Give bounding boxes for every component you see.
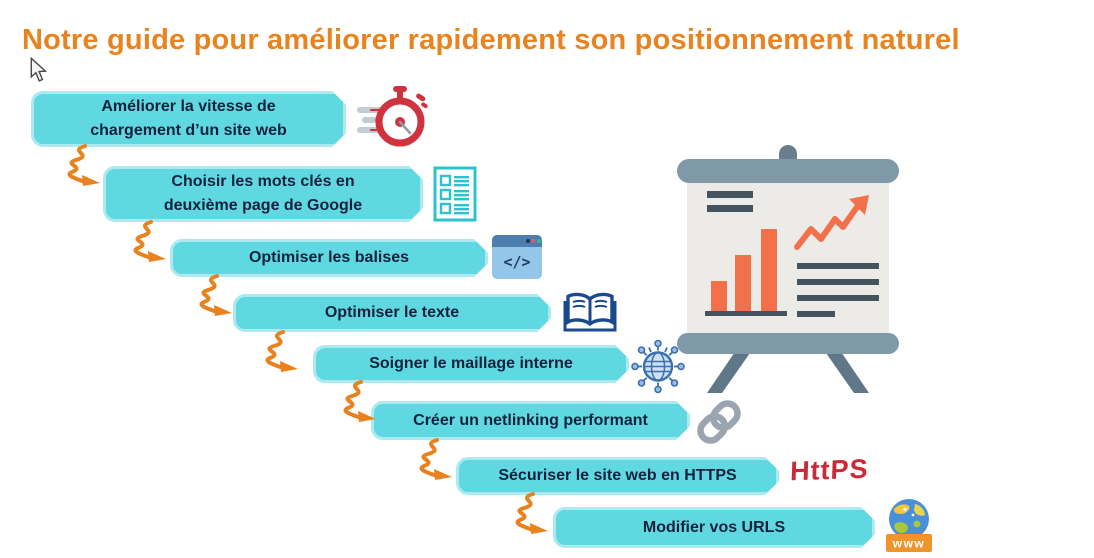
board-text-lines <box>797 263 879 317</box>
board-top-bar <box>677 159 899 183</box>
step-box-choose-keywords: Choisir les mots clés en deuxième page d… <box>103 166 423 222</box>
board-bar-chart <box>705 229 787 316</box>
zigzag-arrow-icon <box>506 492 552 534</box>
step-box-optimize-tags: Optimiser les balises <box>170 239 488 277</box>
https-handwritten-text: HttPS <box>789 453 870 487</box>
step-label: Modifier vos URLS <box>642 518 786 536</box>
step-box-netlinking: Créer un netlinking performant <box>371 401 690 440</box>
chain-link-icon <box>693 396 745 448</box>
stopwatch-icon <box>356 86 430 150</box>
step-label: Choisir les mots clés en deuxième page d… <box>163 173 363 214</box>
presentation-board-illustration <box>677 145 899 395</box>
step-box-modify-urls: Modifier vos URLS <box>553 507 875 548</box>
code-window-icon: </> <box>492 233 544 281</box>
zigzag-arrow-icon <box>256 330 302 372</box>
step-box-improve-speed: Améliorer la vitesse de chargement d’un … <box>31 91 346 147</box>
step-box-optimize-text: Optimiser le texte <box>233 294 551 332</box>
step-box-internal-linking: Soigner le maillage interne <box>313 345 629 383</box>
zigzag-arrow-icon <box>58 144 104 186</box>
step-label: Sécuriser le site web en HTTPS <box>498 467 737 484</box>
step-box-secure-https: Sécuriser le site web en HTTPS <box>456 457 779 495</box>
zigzag-arrow-icon <box>190 274 236 316</box>
board-bottom-bar <box>677 333 899 354</box>
page-title: Notre guide pour améliorer rapidement so… <box>22 24 960 56</box>
step-label: Optimiser le texte <box>324 304 460 321</box>
checklist-icon <box>433 166 477 222</box>
www-globe-icon: www <box>884 496 934 556</box>
step-label: Optimiser les balises <box>248 249 410 266</box>
board-title-lines <box>707 191 753 212</box>
easel-left-leg <box>707 343 757 393</box>
open-book-icon <box>563 289 617 335</box>
step-label: Améliorer la vitesse de chargement d’un … <box>90 98 287 139</box>
board-trend-arrow <box>794 195 869 250</box>
easel-right-leg <box>819 343 869 393</box>
zigzag-arrow-icon <box>410 438 456 480</box>
step-label: Créer un netlinking performant <box>413 411 648 429</box>
zigzag-arrow-icon <box>334 380 380 422</box>
mouse-cursor-icon <box>30 56 48 83</box>
step-label: Soigner le maillage interne <box>369 355 573 372</box>
globe-network-icon <box>631 339 685 394</box>
svg-text:</>: </> <box>503 253 530 271</box>
zigzag-arrow-icon <box>124 220 170 262</box>
www-banner-label: www <box>892 537 926 551</box>
